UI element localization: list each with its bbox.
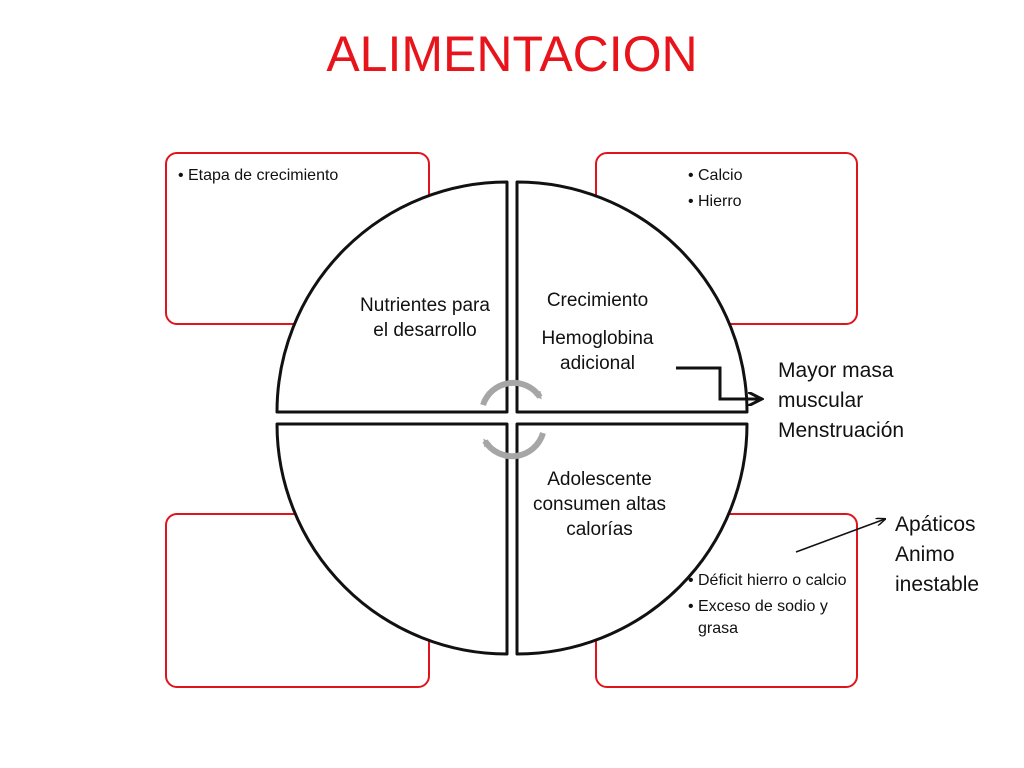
card-top-left-list: Etapa de crecimiento	[178, 165, 358, 191]
page-title: ALIMENTACION	[326, 26, 698, 82]
cycle-arrows-icon	[480, 379, 546, 460]
side-label-right: Mayor masa muscular Menstruación	[778, 356, 1018, 446]
quadrant-bottom-left	[275, 422, 509, 656]
connector-arrow-right	[676, 366, 760, 399]
connector-arrow-bottom	[795, 519, 885, 553]
quadrant-label-growth: Crecimiento	[546, 290, 649, 311]
side-line: Menstruación	[778, 419, 905, 442]
card-bottom-right-list: Déficit hierro o calcio Exceso de sodio …	[688, 570, 848, 644]
side-line: muscular	[778, 389, 864, 412]
list-item: Exceso de sodio y grasa	[688, 596, 848, 640]
quadrant-label-calories: Adolescente consumen altas calorías	[532, 469, 667, 540]
quadrant-bottom-right	[515, 422, 749, 656]
card-top-right-list: Calcio Hierro	[688, 165, 838, 217]
list-item: Calcio	[688, 165, 838, 187]
side-label-bottom: Apáticos Animo inestable	[895, 510, 1020, 600]
list-item: Hierro	[688, 191, 838, 213]
quadrant-top-left	[275, 180, 509, 414]
list-item: Déficit hierro o calcio	[688, 570, 848, 592]
quadrant-label-nutrients: Nutrientes para el desarrollo	[360, 295, 490, 341]
quadrant-top-right	[515, 180, 749, 414]
side-line: Apáticos	[895, 513, 976, 536]
side-line: inestable	[895, 573, 980, 596]
side-line: Mayor masa	[778, 359, 894, 382]
list-item: Etapa de crecimiento	[178, 165, 358, 187]
quadrant-label-hemoglobin: Hemoglobina adicional	[541, 328, 654, 374]
side-line: Animo	[895, 543, 955, 566]
